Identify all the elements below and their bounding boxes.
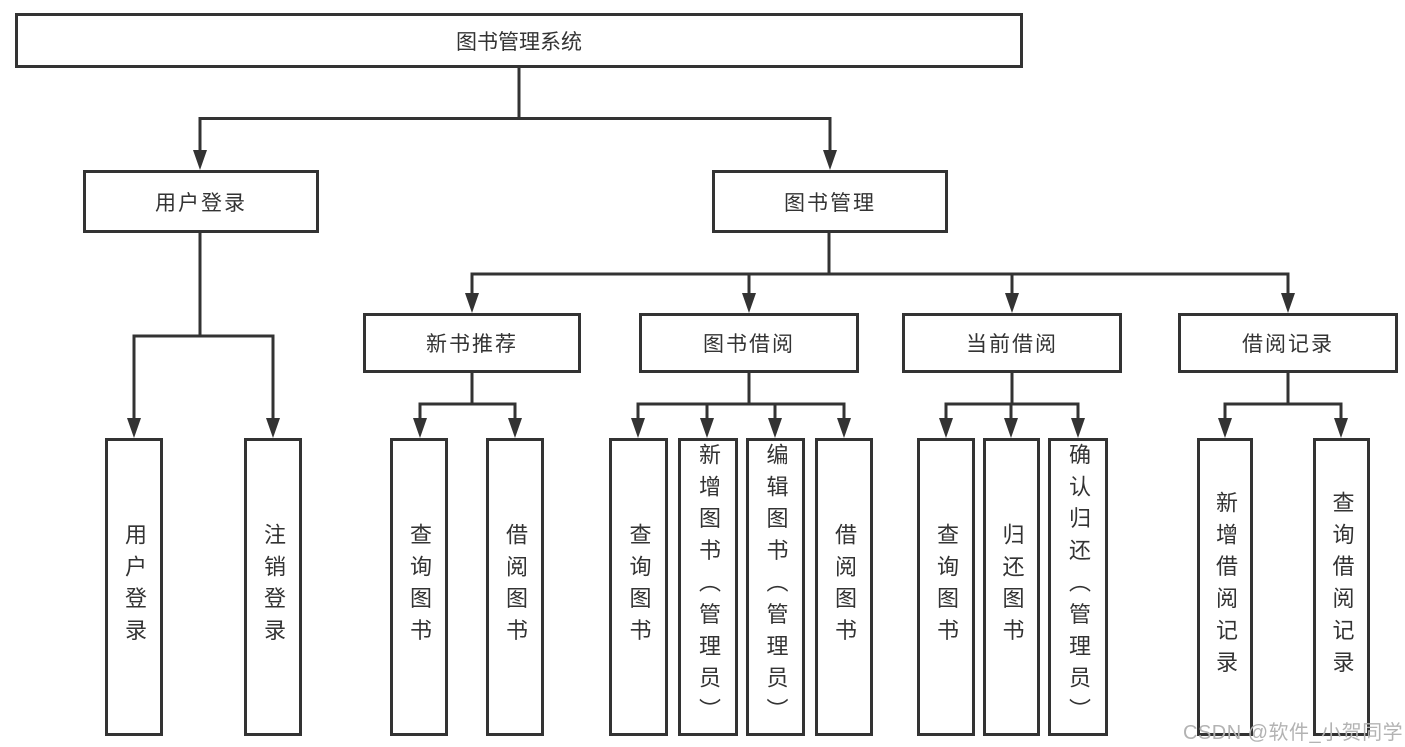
leaf-label: 新增借阅记录 <box>1213 491 1238 683</box>
leaf-borrow-books-borrowing: 借阅图书 <box>815 438 873 736</box>
leaf-query-books-current: 查询图书 <box>917 438 975 736</box>
node-label: 当前借阅 <box>966 333 1058 356</box>
node-label: 借阅记录 <box>1242 333 1334 356</box>
node-label: 图书管理系统 <box>456 30 582 54</box>
leaf-add-books-admin: 新增图书（管理员） <box>678 438 738 736</box>
leaf-label: 查询借阅记录 <box>1329 491 1355 683</box>
node-book-borrowing: 图书借阅 <box>639 313 859 373</box>
arrowhead-icons <box>127 150 1348 438</box>
leaf-label: 确认归还（管理员） <box>1066 443 1091 731</box>
leaf-label: 归还图书 <box>999 523 1025 651</box>
leaf-query-books-borrowing: 查询图书 <box>609 438 668 736</box>
leaf-label: 查询图书 <box>407 523 432 651</box>
node-library-management-system: 图书管理系统 <box>15 13 1023 68</box>
leaf-logout: 注销登录 <box>244 438 302 736</box>
leaf-confirm-return-admin: 确认归还（管理员） <box>1048 438 1108 736</box>
node-label: 图书借阅 <box>703 333 795 356</box>
leaf-label: 查询图书 <box>934 523 959 651</box>
leaf-label: 用户登录 <box>122 523 147 651</box>
node-borrowing-records: 借阅记录 <box>1178 313 1398 373</box>
node-new-book-recommend: 新书推荐 <box>363 313 581 373</box>
node-label: 新书推荐 <box>426 333 518 356</box>
leaf-label: 注销登录 <box>261 523 286 651</box>
leaf-label: 借阅图书 <box>503 523 528 651</box>
leaf-query-books-recommend: 查询图书 <box>390 438 448 736</box>
leaf-label: 查询图书 <box>626 523 652 651</box>
leaf-query-borrow-record: 查询借阅记录 <box>1313 438 1370 736</box>
csdn-watermark: CSDN @软件_小贺同学 <box>1183 722 1404 744</box>
leaf-borrow-books-recommend: 借阅图书 <box>486 438 544 736</box>
leaf-label: 借阅图书 <box>832 523 857 651</box>
node-user-login: 用户登录 <box>83 170 319 233</box>
leaf-user-login: 用户登录 <box>105 438 163 736</box>
leaf-add-borrow-record: 新增借阅记录 <box>1197 438 1253 736</box>
node-label: 图书管理 <box>784 191 876 215</box>
leaf-label: 编辑图书（管理员） <box>763 443 789 731</box>
leaf-return-books: 归还图书 <box>983 438 1040 736</box>
node-book-management: 图书管理 <box>712 170 948 233</box>
node-label: 用户登录 <box>155 191 247 215</box>
leaf-label: 新增图书（管理员） <box>696 443 721 731</box>
leaf-edit-books-admin: 编辑图书（管理员） <box>746 438 805 736</box>
node-current-borrowing: 当前借阅 <box>902 313 1122 373</box>
